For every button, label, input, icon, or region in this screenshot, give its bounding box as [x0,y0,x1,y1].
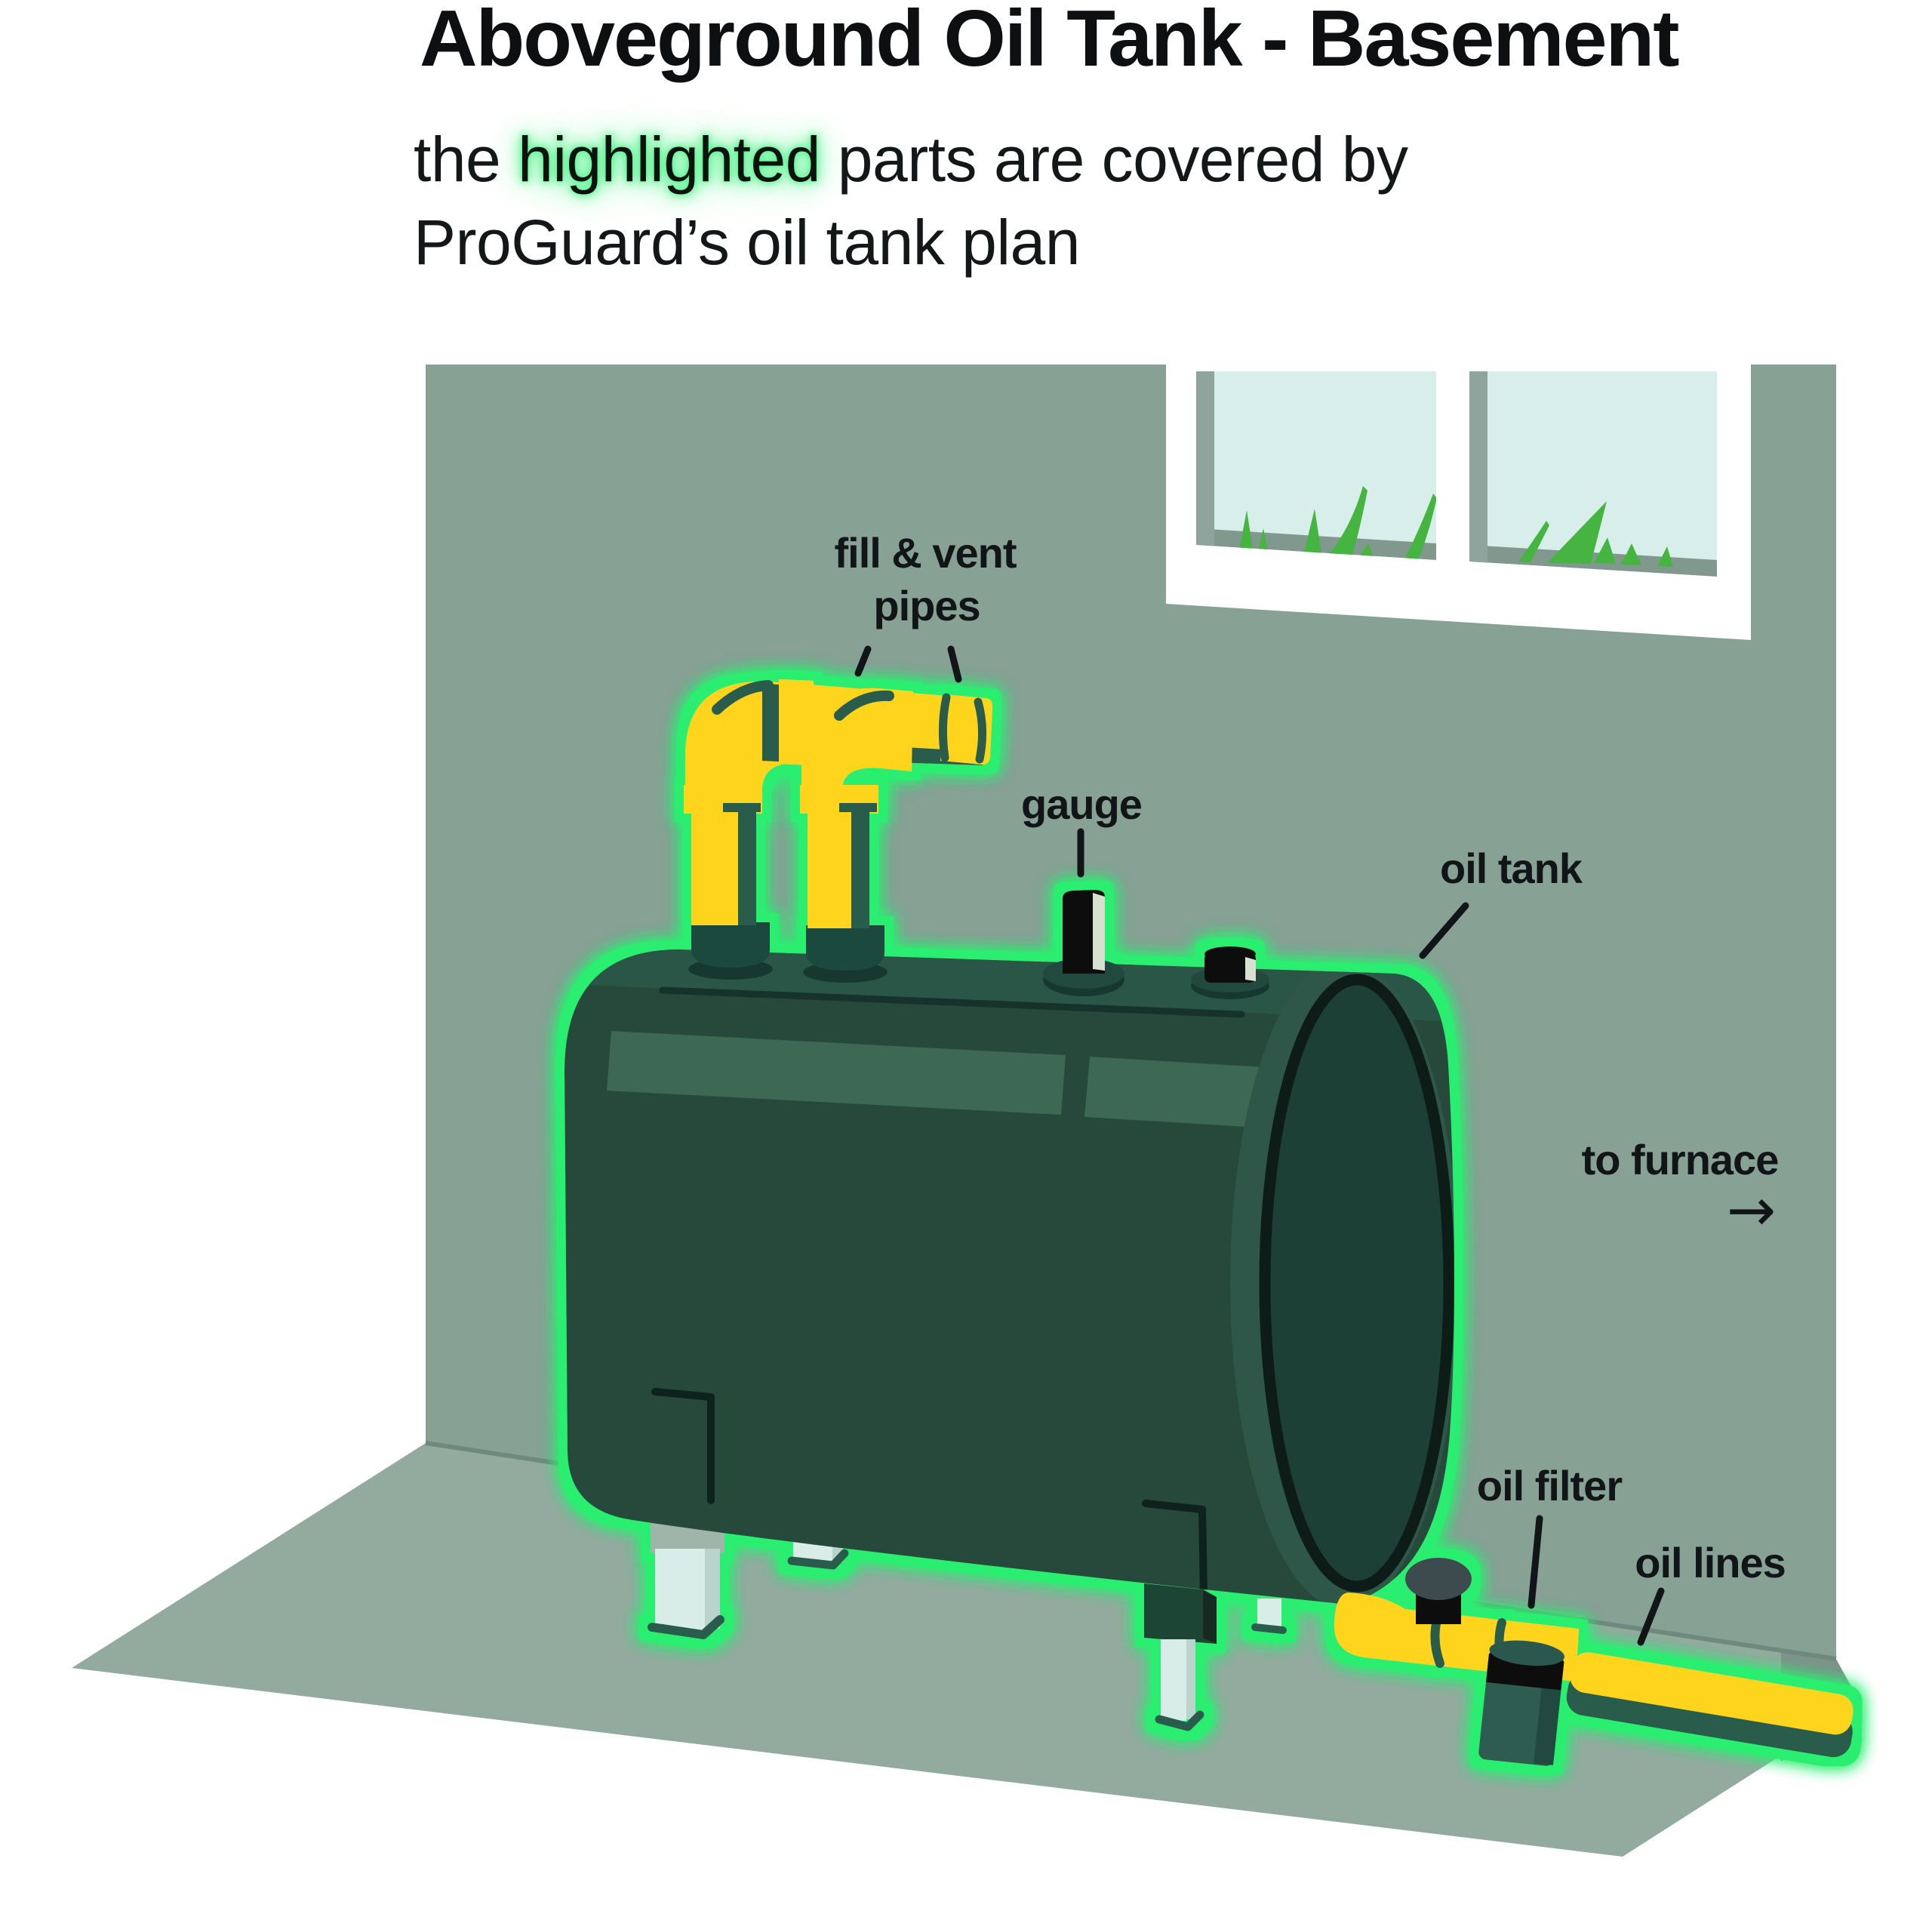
cap-highlight [1245,957,1256,981]
pane-edge-shadow [1469,371,1487,563]
vent-pipe-riser-shadow [851,812,869,928]
flange-shadow [839,803,877,812]
label-oil-lines: oil lines [1635,1539,1786,1586]
window [1166,361,1751,640]
oil-filter [1478,1637,1565,1767]
label-fill-vent-line2: pipes [873,582,980,629]
label-oil-tank: oil tank [1440,845,1583,892]
vent-pipe-collar [806,925,884,971]
right-arrow-icon: → [1727,1177,1775,1245]
fill-pipe-riser-shadow [738,812,756,925]
front-left-leg [655,1549,705,1632]
valve-knob [1405,1558,1472,1600]
front-right-leg-bracket-side [1203,1589,1217,1644]
fill-pipe-collar [691,922,770,968]
end-cap-ring [943,697,946,758]
vent-pipe-riser [808,812,851,928]
tank-end-cap [1265,980,1449,1586]
fill-pipe-riser [691,812,738,925]
oil-tank [528,890,1464,1609]
end-cap-ring [978,702,983,759]
label-oil-filter: oil filter [1477,1462,1622,1509]
flange-shadow [723,803,761,812]
pane-edge-shadow [1196,371,1214,546]
gauge-highlight [1093,893,1105,971]
tank-highlight-stripe-right [1084,1057,1265,1128]
front-right-leg [1161,1639,1186,1721]
back-right-leg-foot [1255,1627,1283,1630]
front-right-leg-side [1186,1639,1195,1719]
label-fill-vent-line1: fill & vent [834,529,1016,577]
pipe-joint-shadow [762,684,779,762]
label-gauge: gauge [1021,780,1142,828]
